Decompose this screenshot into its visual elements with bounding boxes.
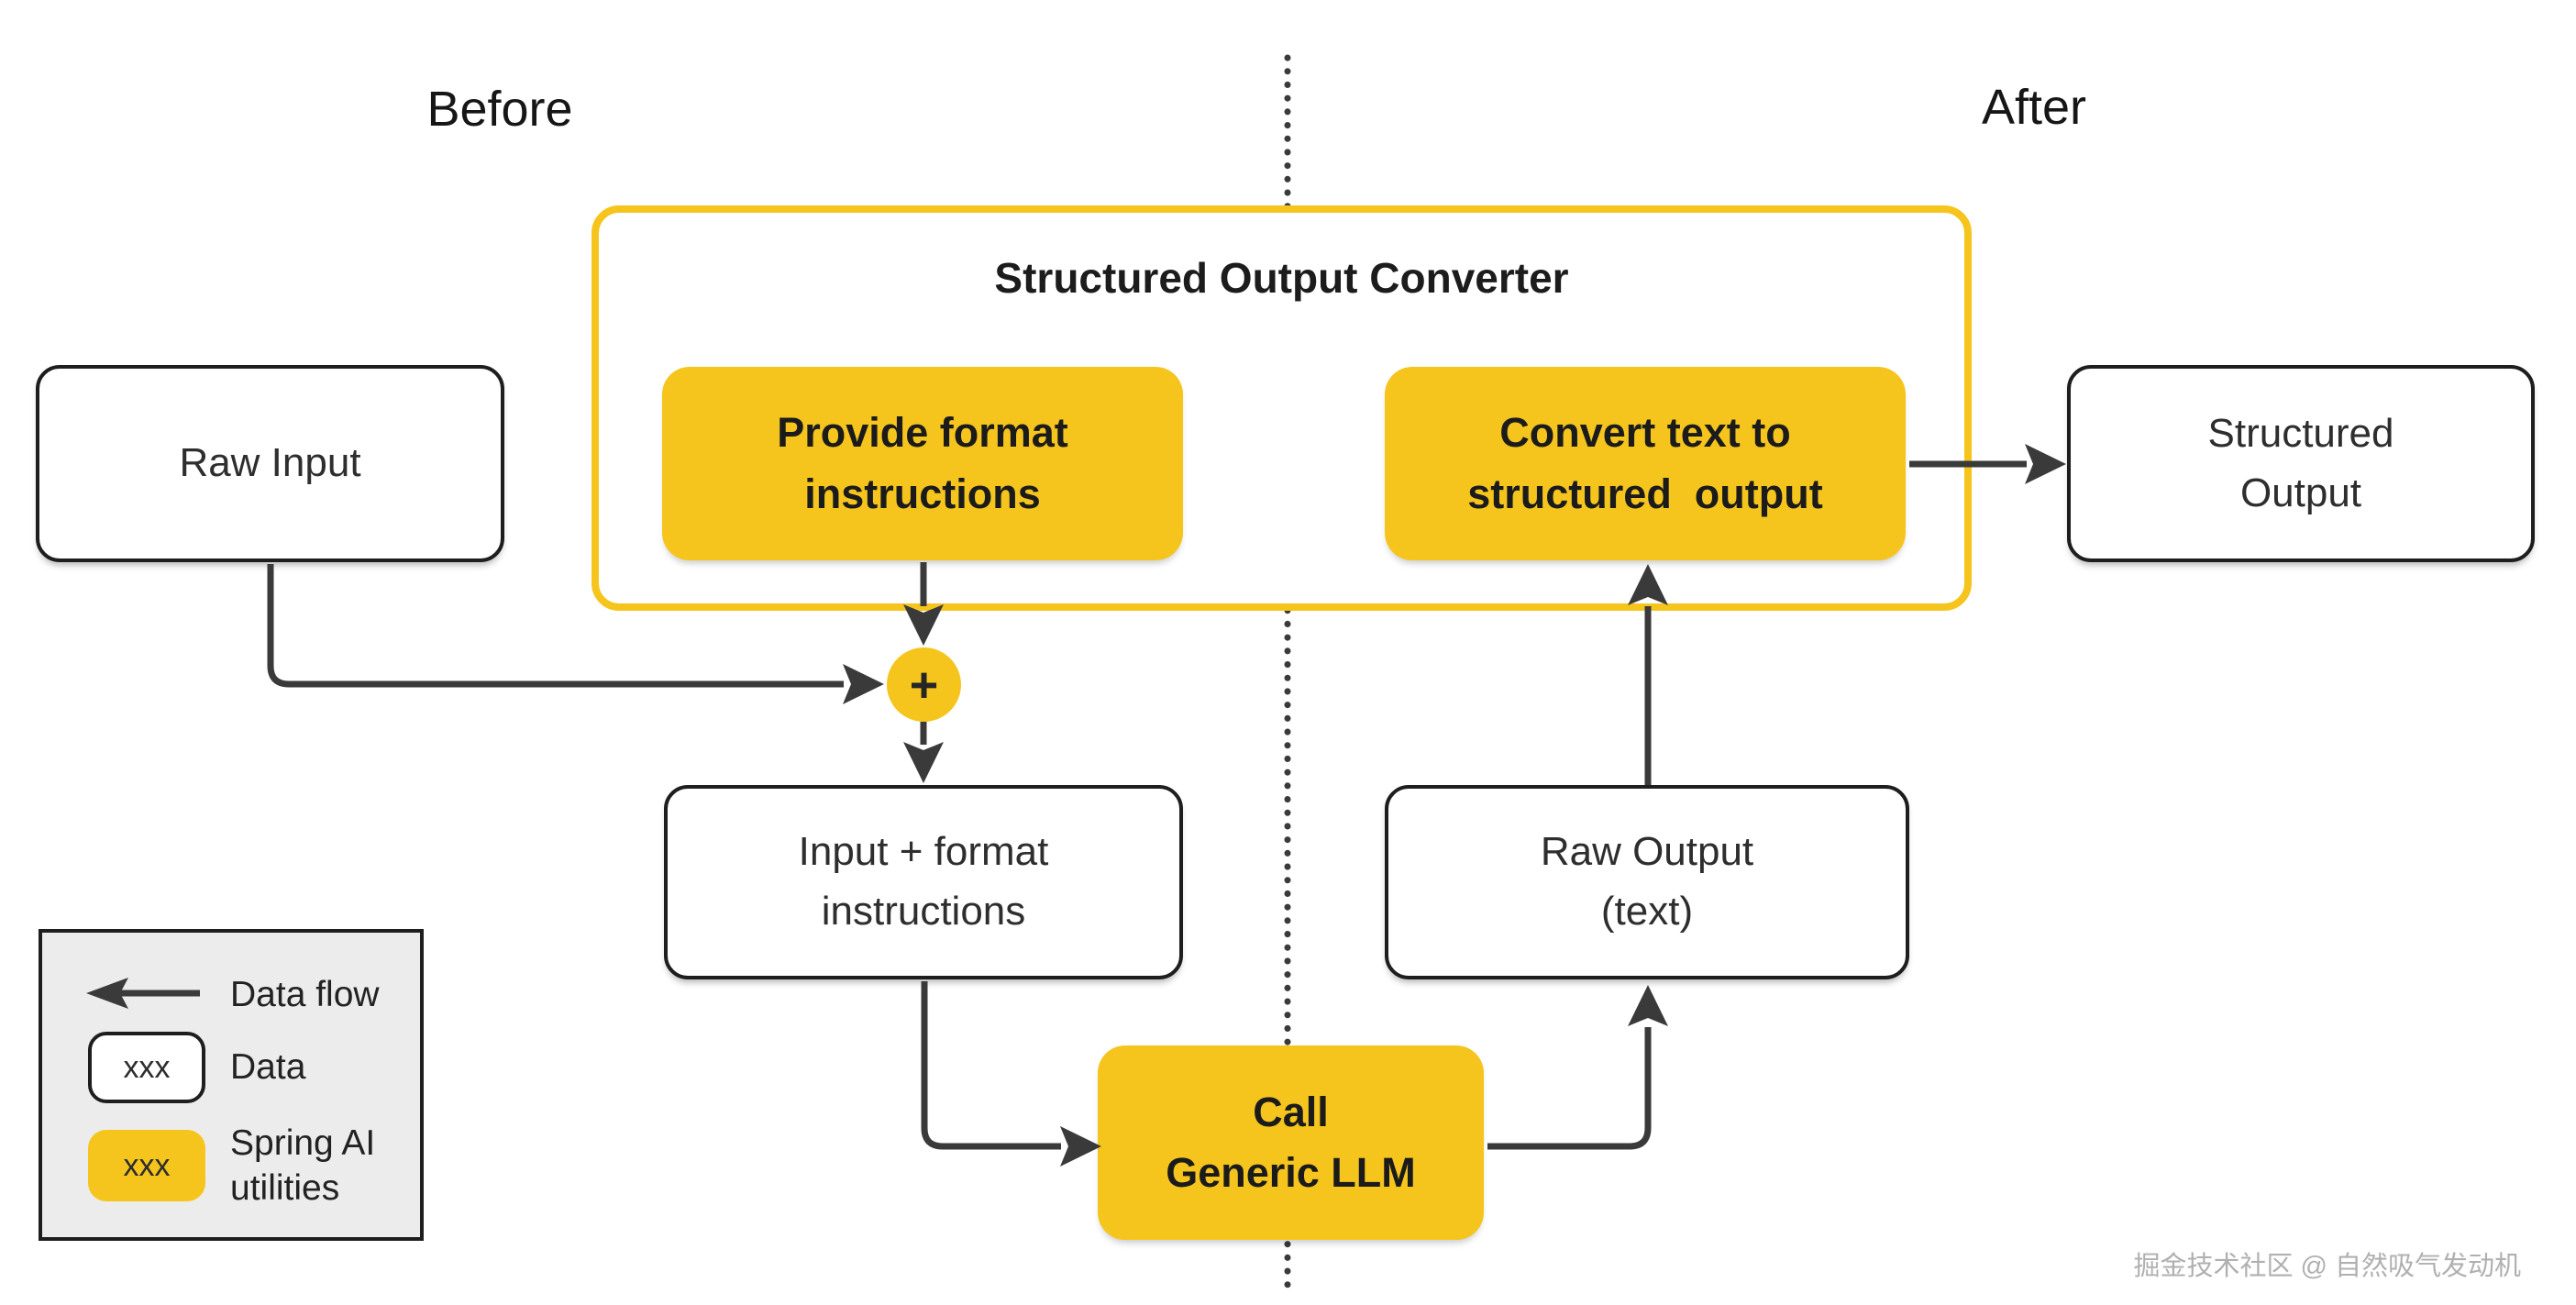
- legend-chip-data: xxx: [88, 1032, 205, 1103]
- node-raw-output-text: Raw Output (text): [1385, 785, 1909, 979]
- node-convert-text-to-structured-output: Convert text to structured output: [1385, 367, 1906, 560]
- legend-label-data-flow: Data flow: [230, 975, 380, 1014]
- watermark-text: 掘金技术社区 @ 自然吸气发动机: [2133, 1252, 2521, 1281]
- node-call-generic-llm: Call Generic LLM: [1098, 1045, 1484, 1240]
- node-input-plus-format-instructions: Input + format instructions: [664, 785, 1183, 979]
- legend-label-data: Data: [230, 1047, 306, 1087]
- legend-box: Data flow xxx Data xxx Spring AI utiliti…: [39, 929, 424, 1241]
- plus-junction: +: [887, 647, 961, 722]
- converter-container-title: Structured Output Converter: [994, 254, 1569, 302]
- node-raw-input: Raw Input: [36, 365, 504, 562]
- section-title-after: After: [1981, 80, 2087, 135]
- node-structured-output: Structured Output: [2067, 365, 2535, 562]
- legend-label-spring-ai-utilities: Spring AI utilities: [230, 1123, 376, 1208]
- legend-chip-spring-ai: xxx: [88, 1130, 205, 1201]
- section-title-before: Before: [426, 82, 573, 137]
- node-provide-format-instructions: Provide format instructions: [662, 367, 1183, 560]
- data-flow-arrow-icon: [86, 978, 200, 1009]
